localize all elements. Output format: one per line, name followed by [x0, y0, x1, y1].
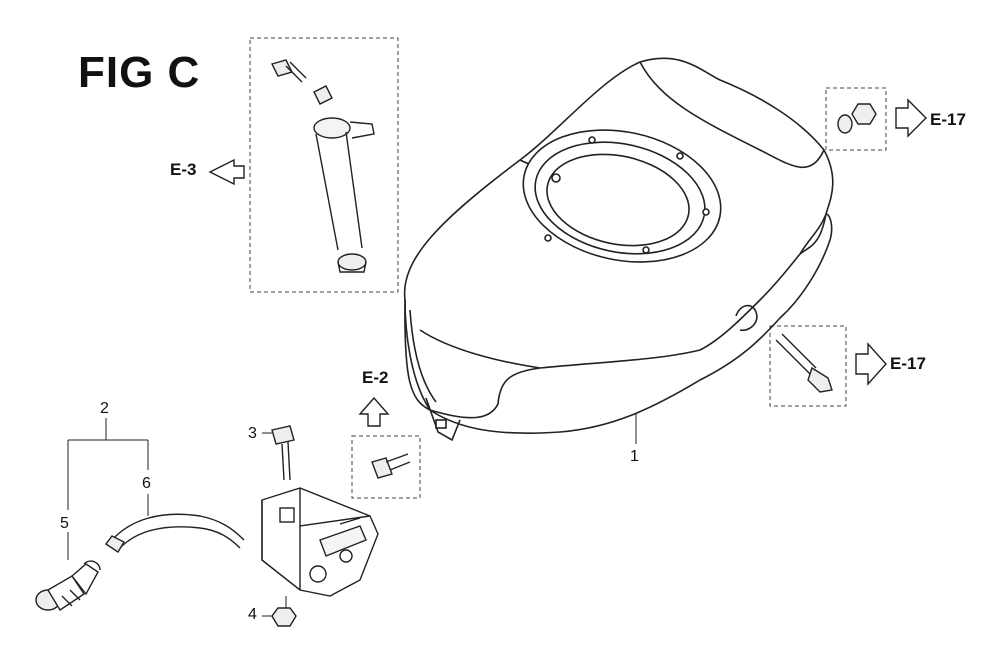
flange-bolt-long — [775, 333, 833, 393]
detail-box-small-bolt — [351, 435, 421, 499]
detail-box-nut — [825, 87, 887, 151]
arrow-e17-top-icon — [895, 98, 927, 138]
filler-spacer — [313, 85, 333, 105]
ignition-nut — [262, 596, 297, 627]
ignition-coil-assembly — [261, 487, 379, 597]
detail-box-bolt — [769, 325, 847, 407]
figure-title: FIG C — [78, 48, 201, 97]
callout-6: 6 — [142, 475, 151, 492]
filler-bolt — [270, 59, 307, 83]
ref-label-e3: E-3 — [170, 160, 197, 179]
arrow-e2-icon — [358, 396, 390, 427]
arrow-e17-mid-icon — [855, 342, 887, 386]
callout-3: 3 — [248, 425, 257, 442]
callout-1: 1 — [630, 448, 639, 465]
callout-4: 4 — [248, 606, 257, 623]
callout-5: 5 — [60, 515, 69, 532]
nut-part — [851, 103, 877, 125]
oil-filler-tube — [313, 117, 375, 273]
flange-bolt-short — [371, 453, 411, 479]
fan-cover-shroud — [403, 57, 834, 442]
ignition-bolt — [262, 425, 295, 481]
ignition-lead — [104, 513, 245, 553]
callout-2: 2 — [100, 400, 109, 417]
ref-label-e2: E-2 — [362, 368, 389, 387]
arrow-e3-icon — [208, 158, 245, 186]
ref-label-e17-top: E-17 — [930, 110, 966, 129]
ref-label-e17-mid: E-17 — [890, 354, 926, 373]
spark-plug-cap — [35, 560, 101, 611]
washer-part — [837, 114, 853, 134]
detail-box-filler — [249, 37, 399, 293]
